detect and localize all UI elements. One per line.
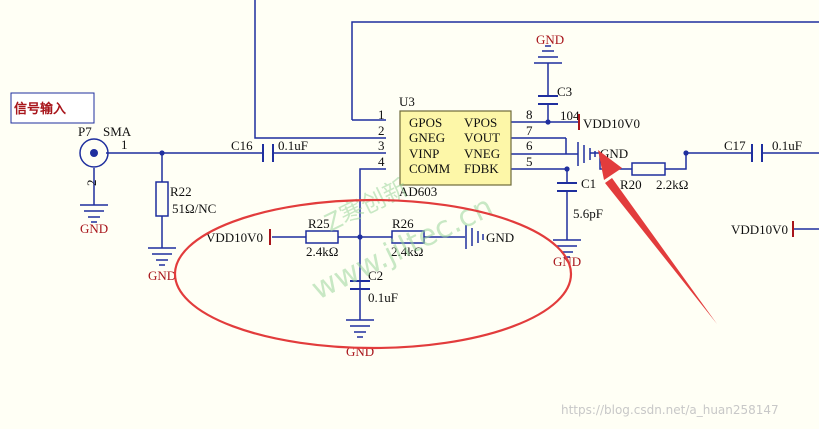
- r26-value: 2.4kΩ: [391, 244, 423, 259]
- pin-number: 7: [526, 123, 533, 138]
- opamp-part: AD603: [399, 184, 437, 199]
- c1-ref: C1: [581, 176, 596, 191]
- input-label-box: [10, 92, 95, 124]
- opamp-left-pins: 1 2 3 4 GPOS GNEG VINP COMM: [378, 107, 451, 176]
- gnd-symbol-r22: [148, 247, 176, 266]
- gnd-label-r22: GND: [148, 268, 176, 283]
- pin-number: 4: [378, 154, 385, 169]
- gnd-symbol-c2: [346, 319, 374, 338]
- c17-value: 0.1uF: [772, 138, 802, 153]
- pin-number: 1: [378, 107, 385, 122]
- junction-dots: [159, 119, 689, 240]
- c3-ref: C3: [557, 84, 572, 99]
- c16-value: 0.1uF: [278, 138, 308, 153]
- pin-name: COMM: [409, 161, 451, 176]
- pin-name: GPOS: [409, 115, 442, 130]
- r20-ref: R20: [620, 177, 642, 192]
- pin-number: 2: [378, 123, 385, 138]
- r20-body: [631, 162, 666, 176]
- gnd-label-r26: GND: [486, 230, 514, 245]
- r20-value: 2.2kΩ: [656, 177, 688, 192]
- vdd-label-right: VDD10V0: [731, 222, 788, 237]
- connector-type: SMA: [103, 124, 132, 139]
- c2-ref: C2: [368, 268, 383, 283]
- credit-watermark: https://blog.csdn.net/a_huan258147: [561, 403, 779, 417]
- input-label: 信号输入: [14, 101, 66, 117]
- c16-ref: C16: [231, 138, 253, 153]
- r25-body: [305, 230, 339, 244]
- pin-name: VOUT: [464, 130, 500, 145]
- gnd-symbol-sma: [80, 204, 108, 223]
- c3-value: 104: [560, 108, 580, 123]
- c16-symbol: [262, 144, 274, 162]
- connector-ref: P7: [78, 124, 92, 139]
- gnd-symbol-top: [534, 45, 562, 64]
- pin-name: VNEG: [464, 146, 500, 161]
- c1-value: 5.6pF: [573, 206, 603, 221]
- pin-number: 3: [378, 138, 385, 153]
- pin-name: VPOS: [464, 115, 497, 130]
- c3-symbol: [538, 95, 558, 105]
- r26-body: [391, 230, 425, 244]
- pin-name: VINP: [409, 146, 439, 161]
- r25-ref: R25: [308, 216, 330, 231]
- opamp-right-pins: VPOS VOUT VNEG FDBK 8 7 6 5: [464, 107, 533, 176]
- gnd-symbol-vneg: [577, 142, 596, 166]
- connector-pin2: 2: [84, 180, 99, 187]
- c17-symbol: [751, 144, 763, 162]
- opamp-ref: U3: [399, 94, 415, 109]
- pin-number: 8: [526, 107, 533, 122]
- r22-ref: R22: [170, 184, 192, 199]
- gnd-label-sma: GND: [80, 221, 108, 236]
- c17-ref: C17: [724, 138, 746, 153]
- c2-symbol: [350, 280, 370, 290]
- connector-pin1: 1: [121, 137, 128, 152]
- gnd-label-c2: GND: [346, 344, 374, 359]
- r22-value: 51Ω/NC: [172, 201, 216, 216]
- wires: [93, 0, 819, 320]
- c2-value: 0.1uF: [368, 290, 398, 305]
- pin-number: 5: [526, 154, 533, 169]
- pin-number: 6: [526, 138, 533, 153]
- c1-symbol: [557, 182, 577, 192]
- gnd-label-top: GND: [536, 32, 564, 47]
- vdd-label-r25: VDD10V0: [206, 230, 263, 245]
- r22-body: [155, 181, 169, 217]
- opamp-body: [399, 110, 512, 186]
- vdd-label-vpos: VDD10V0: [583, 116, 640, 131]
- sma-connector: [79, 138, 109, 168]
- annotation-ellipse: [173, 198, 573, 350]
- pin-name: GNEG: [409, 130, 445, 145]
- gnd-symbol-r26: [465, 225, 484, 249]
- r26-ref: R26: [392, 216, 414, 231]
- annotation-arrow: [598, 150, 717, 324]
- r25-value: 2.4kΩ: [306, 244, 338, 259]
- pin-name: FDBK: [464, 161, 499, 176]
